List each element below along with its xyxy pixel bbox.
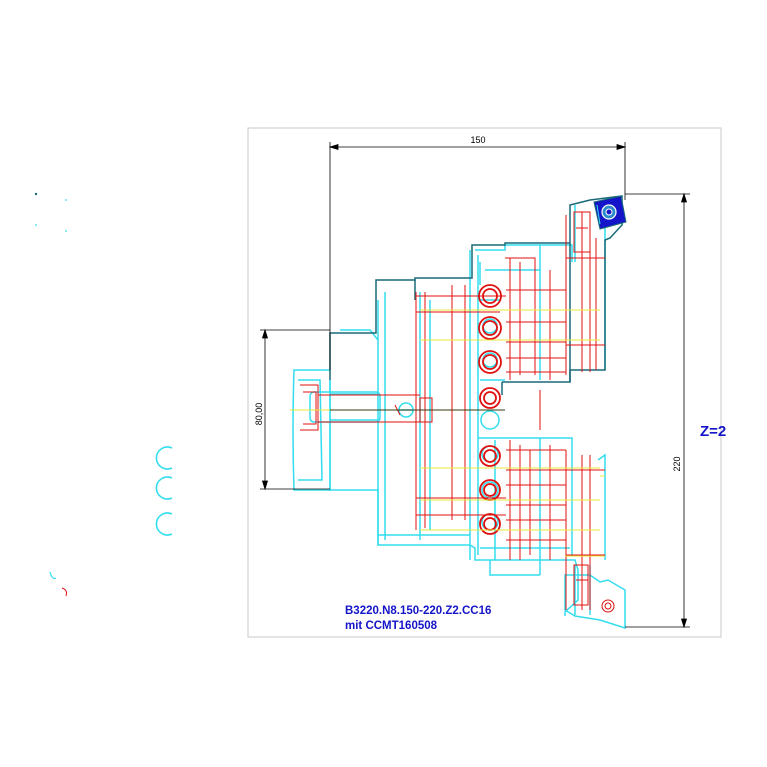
part-number-label: B3220.N8.150-220.Z2.CC16 <box>345 605 491 617</box>
cutting-insert <box>593 195 627 230</box>
drawing-frame <box>247 127 722 638</box>
tool-body-outline <box>329 195 623 395</box>
height-dimension-label: 220 <box>672 456 682 471</box>
centerlines <box>290 309 605 557</box>
dimension-offset <box>260 328 505 491</box>
insert-spec-label: mit CCMT160508 <box>345 620 438 632</box>
spare-rings <box>155 446 173 536</box>
z-count-label: Z=2 <box>700 423 726 440</box>
clamp-screws <box>478 284 502 535</box>
width-dimension-label: 150 <box>470 135 485 145</box>
tool-body-red <box>300 211 615 613</box>
stray-marks <box>34 192 67 597</box>
offset-dimension-label: 80,00 <box>254 403 264 426</box>
dimension-height <box>625 192 690 629</box>
dimension-width <box>328 142 627 380</box>
